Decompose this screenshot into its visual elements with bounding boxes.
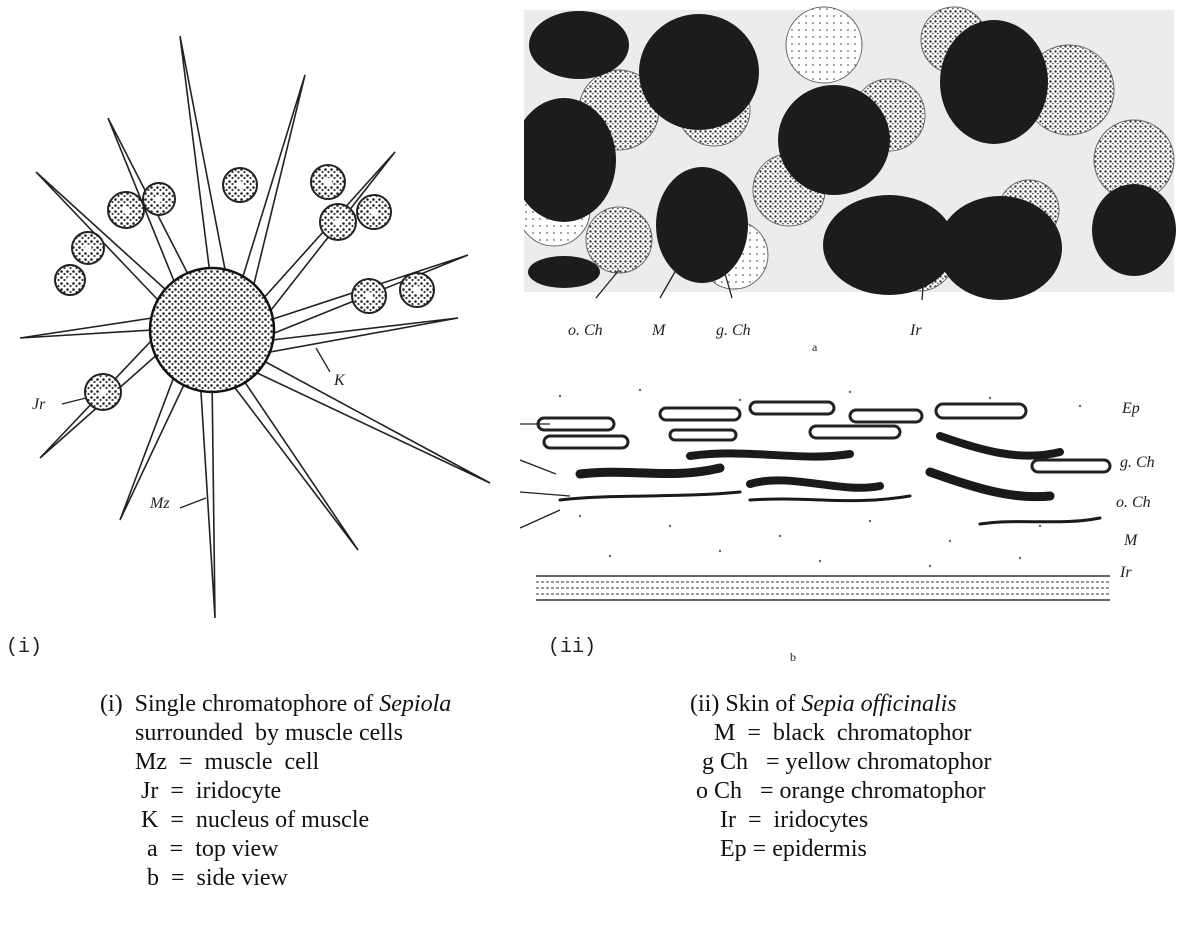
label-mz: Mz bbox=[150, 495, 170, 513]
figure-i-tag: (i) bbox=[6, 636, 42, 659]
chromatophore-layers bbox=[560, 436, 1100, 524]
caption-i-line: surrounded by muscle cells bbox=[100, 719, 570, 748]
caption-ii-line: g Ch = yellow chromatophor bbox=[690, 748, 1170, 777]
label-jr: Jr bbox=[32, 396, 45, 414]
caption-i-line: a = top view bbox=[100, 835, 570, 864]
figure-ii-tag: (ii) bbox=[548, 636, 596, 659]
label-side-m: M bbox=[1124, 532, 1137, 550]
chromatophore-body bbox=[150, 268, 274, 392]
label-side-och: o. Ch bbox=[1116, 494, 1151, 512]
caption-ii-line: M = black chromatophor bbox=[690, 719, 1170, 748]
label-k: K bbox=[334, 372, 345, 390]
label-side-ir: Ir bbox=[1120, 564, 1132, 582]
caption-i-line: Jr = iridocyte bbox=[100, 777, 570, 806]
caption-figure-i: (i) Single chromatophore of Sepiola surr… bbox=[100, 690, 570, 893]
chromatophore-illustration bbox=[0, 0, 520, 640]
caption-figure-ii: (ii) Skin of Sepia officinalis M = black… bbox=[690, 690, 1170, 864]
skin-top-view-illustration bbox=[524, 0, 1184, 320]
label-top-och: o. Ch bbox=[568, 322, 603, 340]
epidermis-cells bbox=[538, 402, 1110, 472]
skin-side-view-illustration bbox=[520, 376, 1120, 616]
label-top-m: M bbox=[652, 322, 665, 340]
caption-i-title: (i) Single chromatophore of Sepiola bbox=[100, 690, 570, 719]
caption-i-line: Mz = muscle cell bbox=[100, 748, 570, 777]
caption-ii-line: Ir = iridocytes bbox=[690, 806, 1170, 835]
caption-i-line: b = side view bbox=[100, 864, 570, 893]
label-top-sub: a bbox=[812, 340, 817, 355]
species-name: Sepia officinalis bbox=[801, 691, 956, 717]
caption-ii-line: Ep = epidermis bbox=[690, 835, 1170, 864]
caption-i-line: K = nucleus of muscle bbox=[100, 806, 570, 835]
label-top-ir: Ir bbox=[910, 322, 922, 340]
iridocyte-band bbox=[536, 576, 1110, 600]
label-side-gch: g. Ch bbox=[1120, 454, 1155, 472]
label-side-sub: b bbox=[790, 650, 796, 665]
caption-ii-line: o Ch = orange chromatophor bbox=[690, 777, 1170, 806]
label-top-gch: g. Ch bbox=[716, 322, 751, 340]
label-side-ep: Ep bbox=[1122, 400, 1140, 418]
caption-ii-title: (ii) Skin of Sepia officinalis bbox=[690, 690, 1170, 719]
genus-name: Sepiola bbox=[379, 691, 451, 717]
